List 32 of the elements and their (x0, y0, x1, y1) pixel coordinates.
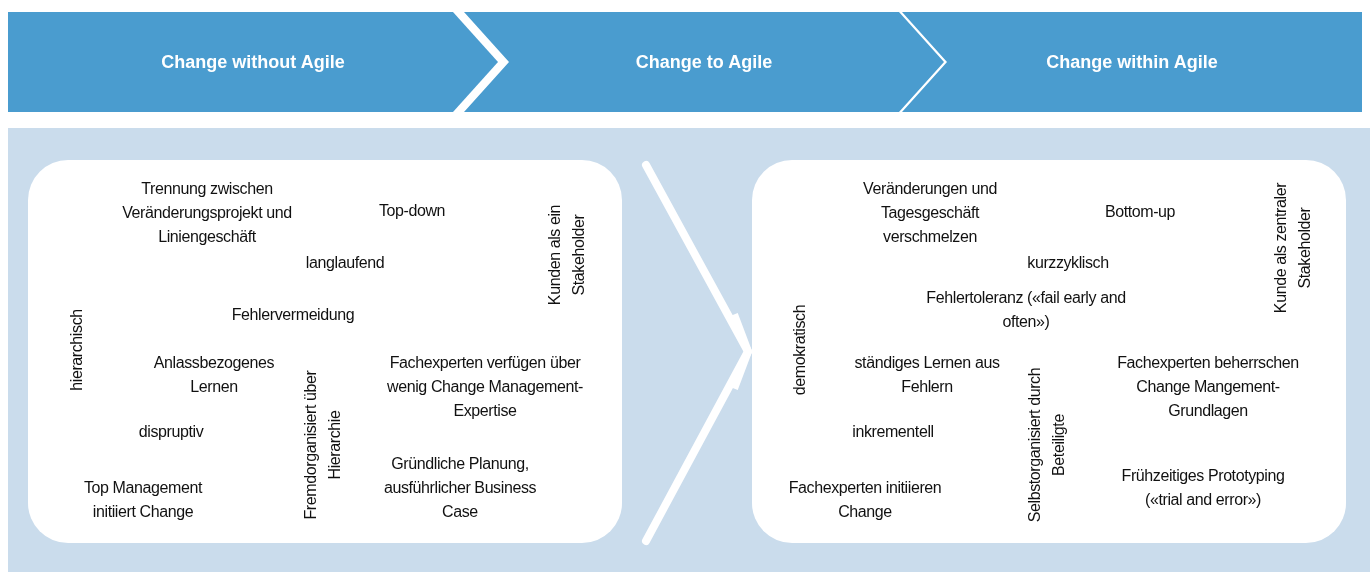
keyword-text: Anlassbezogenes Lernen (152, 353, 276, 397)
keyword-text: demokratisch (790, 303, 809, 398)
keyword-text: Fachexperten beherrschen Change Mangement-Grundlagen (1116, 353, 1300, 421)
chevron-arrow (642, 161, 752, 545)
keyword-text: Fehlertoleranz («fail early and often») (925, 288, 1127, 332)
chevron-banner (902, 12, 1362, 112)
stage-title: Change within Agile (1046, 51, 1218, 73)
keyword-text: Fehlervermeidung (230, 305, 356, 325)
keyword-text: Kunden als ein Stakeholder (545, 203, 588, 308)
keyword-text: Fremdorganisiert über Hierarchie (301, 369, 344, 522)
keyword-text: Top-down (377, 201, 447, 221)
keyword-text: Fachexperten initiieren Change (787, 478, 943, 522)
keyword-text: Gründliche Planung, ausführlicher Business Case (382, 454, 538, 522)
keyword-text: Trennung zwischen Veränderungsprojekt und Liniengeschäft (121, 179, 293, 247)
keyword-text: Fachexperten verfügen über wenig Change Management-Expertise (386, 353, 584, 421)
keyword-text: dispruptiv (137, 422, 205, 442)
stage-title: Change to Agile (635, 51, 773, 73)
chevron-banner (8, 12, 498, 112)
keyword-text: Selbstorganisiert durch Beteiligte (1025, 366, 1068, 525)
card (28, 160, 622, 543)
keyword-text: Veränderungen und Tagesgeschäft verschmelzen (862, 179, 998, 247)
keyword-text: Frühzeitiges Prototyping («trial and error») (1120, 466, 1286, 510)
keyword-text: inkrementell (851, 422, 935, 442)
keyword-text: Kunde als zentraler Stakeholder (1271, 181, 1314, 316)
keyword-text: langlaufend (304, 253, 386, 273)
stage-title: Change without Agile (161, 51, 345, 73)
card (752, 160, 1346, 543)
keyword-text: Top Management initiiert Change (82, 478, 204, 522)
keyword-text: kurzzyklisch (1026, 253, 1110, 273)
keyword-text: hierarchisch (67, 308, 86, 393)
keyword-text: ständiges Lernen aus Fehlern (853, 353, 1001, 397)
keyword-text: Bottom-up (1103, 202, 1177, 222)
